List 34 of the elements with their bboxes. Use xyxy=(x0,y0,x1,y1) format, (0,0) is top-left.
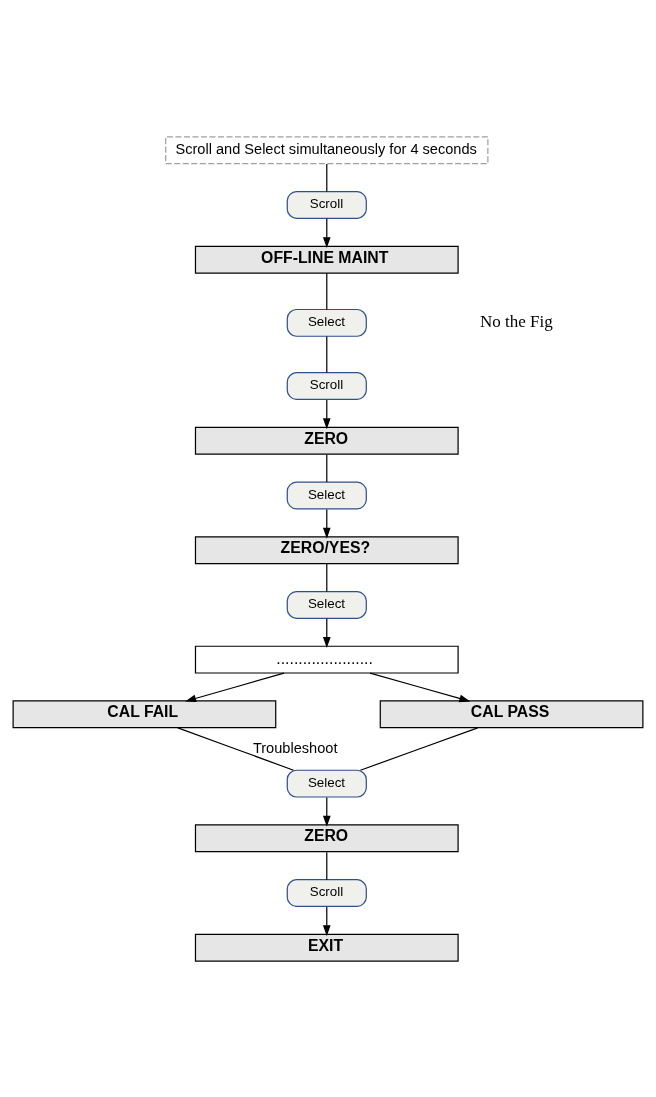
connector xyxy=(326,335,328,373)
connector xyxy=(326,163,328,192)
node-box: ...................... xyxy=(194,645,459,674)
node-box: ZERO xyxy=(194,426,459,455)
node-box: Scroll xyxy=(286,371,367,400)
node-box: CAL FAIL xyxy=(12,699,277,728)
connector xyxy=(177,726,295,771)
arrow xyxy=(322,398,331,429)
connector xyxy=(326,453,328,483)
connector xyxy=(326,851,328,880)
node-box: CAL PASS xyxy=(379,699,644,728)
connector xyxy=(359,726,479,771)
arrow xyxy=(369,672,471,702)
arrow xyxy=(322,508,331,539)
arrow xyxy=(322,796,331,827)
connector xyxy=(326,563,328,592)
connector xyxy=(326,272,328,310)
arrow xyxy=(185,672,285,702)
node-box: EXIT xyxy=(194,933,459,962)
node-box: ZERO/YES? xyxy=(194,535,459,564)
node-box: ZERO xyxy=(194,823,459,852)
node-box: OFF-LINE MAINT xyxy=(194,245,459,274)
label: No the Fig xyxy=(480,311,553,331)
arrow xyxy=(322,905,331,936)
node-box: Scroll and Select simultaneously for 4 seconds xyxy=(165,135,489,164)
arrow xyxy=(322,217,331,248)
node-box: Scroll xyxy=(286,190,367,219)
arrow xyxy=(322,617,331,648)
node-box: Select xyxy=(286,590,367,619)
edge-label: Troubleshoot xyxy=(252,739,338,756)
node-box: Select xyxy=(286,308,367,337)
node-box: Scroll xyxy=(286,878,367,907)
node-box: Select xyxy=(286,769,367,798)
node-box: Select xyxy=(286,481,367,509)
